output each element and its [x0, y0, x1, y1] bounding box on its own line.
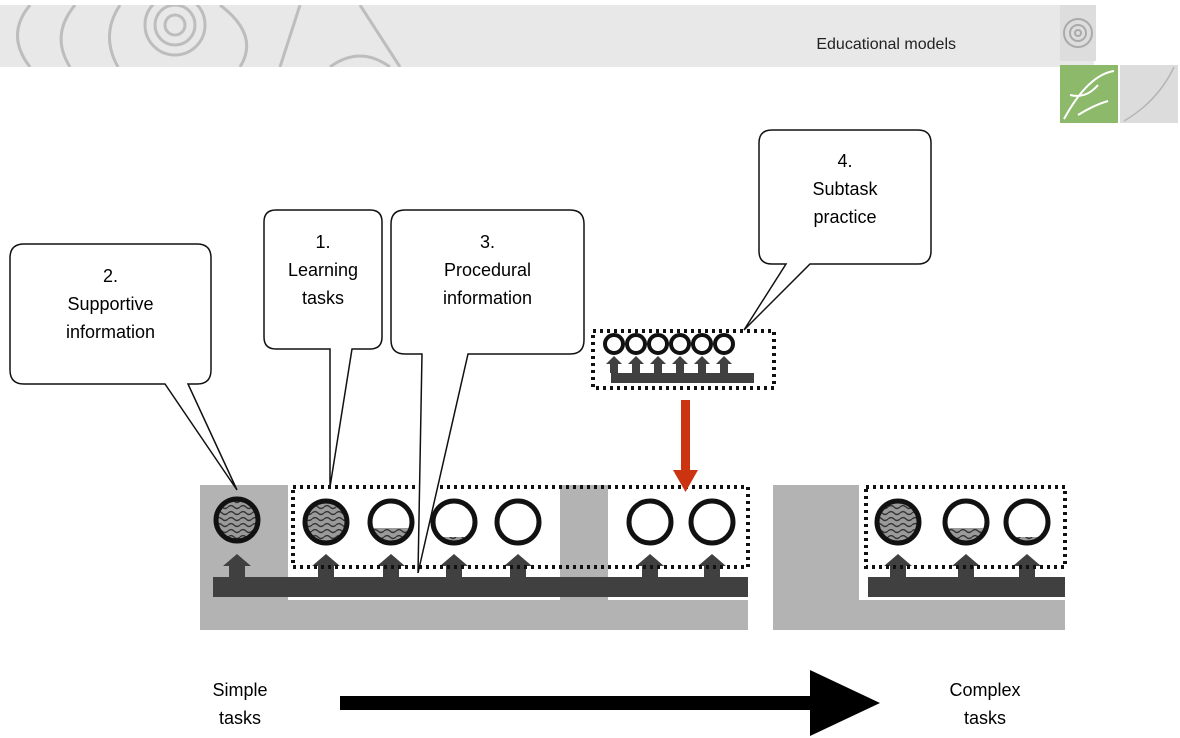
learning-task-fill: [307, 503, 345, 541]
header-title: Educational models: [816, 36, 956, 53]
axis-label-line: Simple: [212, 680, 268, 700]
callout-line: Subtask: [812, 179, 878, 199]
axis-label-line: Complex: [949, 680, 1021, 700]
callout-number: 3.: [479, 232, 495, 252]
callout-number: 4.: [837, 151, 853, 171]
axis-label-line: tasks: [963, 708, 1006, 728]
learning-task-circle: [367, 498, 415, 546]
bubble-supportive: [9, 243, 238, 491]
bubble-subtask: [743, 129, 932, 331]
callout-line: information: [65, 322, 156, 342]
subtask-circle: [625, 333, 647, 355]
callout-procedural-info: 3. Procedural information: [391, 228, 584, 312]
task-bar: [213, 577, 1065, 597]
bubble-procedural: [390, 209, 585, 574]
task-circles: [213, 496, 1051, 546]
callout-number: 2.: [102, 266, 118, 286]
subtask-circle: [647, 333, 669, 355]
callout-line: information: [442, 288, 533, 308]
bubble-learning: [263, 209, 383, 488]
learning-task-fill: [435, 537, 473, 541]
axis-label-line: tasks: [218, 708, 261, 728]
callout-line: Supportive: [67, 294, 154, 314]
axis-label-simple: Simple tasks: [195, 676, 285, 732]
axis-label-complex: Complex tasks: [925, 676, 1045, 732]
callout-line: practice: [813, 207, 877, 227]
learning-task-fill: [947, 528, 985, 541]
callout-line: Learning: [287, 260, 359, 280]
learning-task-circle: [626, 498, 674, 546]
learning-task-circle: [942, 498, 990, 546]
callout-subtask-practice: 4. Subtask practice: [759, 147, 931, 231]
learning-task-fill: [372, 528, 410, 541]
red-down-arrow: [673, 400, 698, 492]
learning-task-circle: [213, 496, 261, 544]
callout-line: tasks: [301, 288, 344, 308]
subtask-practice-group: [603, 333, 754, 383]
learning-task-circle: [1003, 498, 1051, 546]
learning-task-fill: [879, 503, 917, 541]
learning-task-circle: [302, 498, 350, 546]
callout-number: 1.: [315, 232, 331, 252]
callout-line: Procedural: [443, 260, 532, 280]
subtask-circle: [713, 333, 735, 355]
learning-task-fill: [218, 501, 256, 539]
learning-task-circle: [494, 498, 542, 546]
learning-task-circle: [688, 498, 736, 546]
callout-supportive-info: 2. Supportive information: [10, 262, 211, 346]
spiral-decoration: [16, 0, 402, 69]
callout-learning-tasks: 1. Learning tasks: [264, 228, 382, 312]
learning-task-circle: [430, 498, 478, 546]
subtask-circle: [691, 333, 713, 355]
learning-task-circle: [874, 498, 922, 546]
header-banner: Educational models: [0, 0, 1094, 69]
subtask-circle: [603, 333, 625, 355]
task-class-boxes: [291, 329, 1067, 569]
learning-task-fill: [1008, 537, 1046, 541]
corner-logo: [1058, 5, 1178, 125]
speech-bubbles: [9, 129, 932, 574]
subtask-circle: [669, 333, 691, 355]
progression-arrow: [340, 670, 880, 736]
